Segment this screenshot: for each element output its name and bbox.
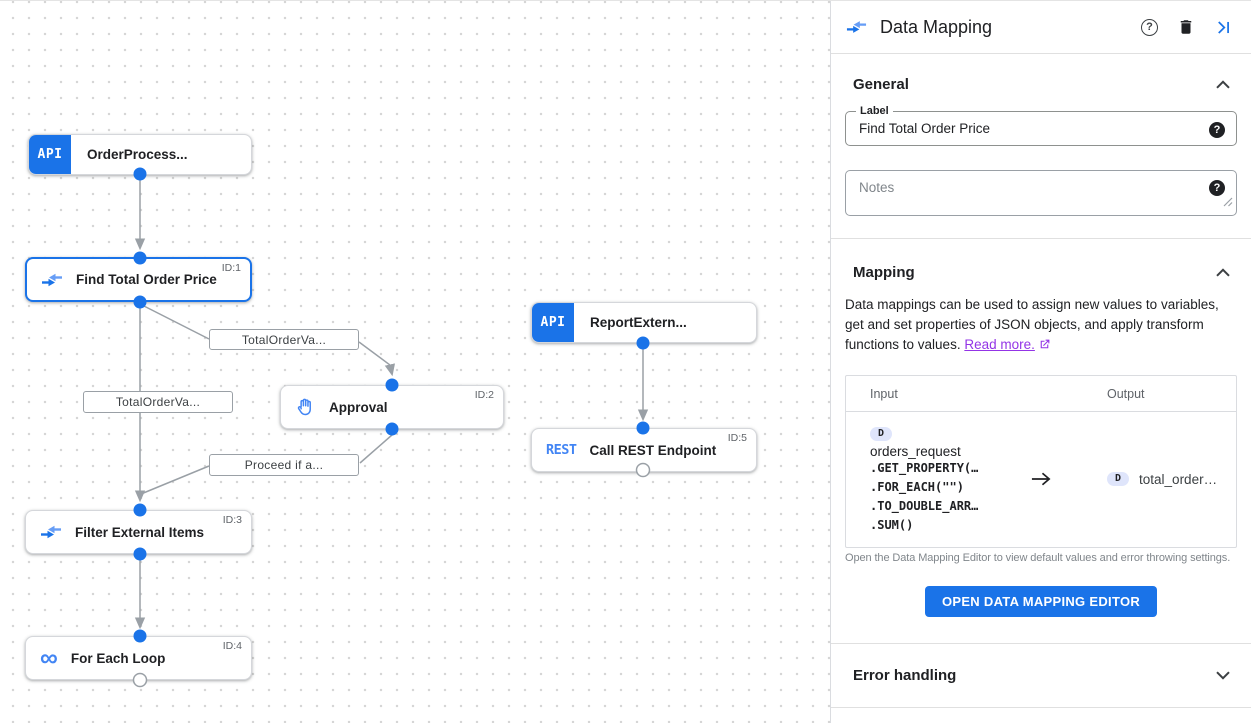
label-help-icon[interactable]: ? bbox=[1209, 122, 1225, 138]
node-find-total-order-price[interactable]: Find Total Order Price ID:1 bbox=[25, 257, 252, 302]
chevron-up-icon[interactable] bbox=[1215, 267, 1231, 278]
label-field: Label ? bbox=[845, 105, 1237, 146]
node-label: OrderProcess... bbox=[87, 147, 188, 162]
input-variable-name: orders_request bbox=[870, 444, 961, 459]
resize-handle-icon[interactable] bbox=[1223, 194, 1233, 212]
edge-label-proceed-if[interactable]: Proceed if a... bbox=[209, 454, 359, 476]
error-handling-section-title: Error handling bbox=[853, 667, 957, 684]
general-section-header[interactable]: General bbox=[831, 76, 1251, 93]
node-label: ReportExtern... bbox=[590, 315, 687, 330]
output-variable-name: total_order… bbox=[1139, 471, 1218, 487]
mapping-section-header[interactable]: Mapping bbox=[831, 264, 1251, 281]
read-more-link[interactable]: Read more. bbox=[964, 337, 1035, 352]
edge-approval-proceed[interactable] bbox=[359, 429, 393, 464]
divider bbox=[831, 238, 1251, 239]
node-task-id: ID:4 bbox=[222, 640, 242, 652]
mapping-input-cell: D orders_request .GET_PROPERTY(… .FOR_EA… bbox=[846, 423, 1011, 535]
transform-function: .FOR_EACH("") bbox=[870, 480, 964, 494]
node-for-each-loop[interactable]: ∞ For Each Loop ID:4 bbox=[25, 636, 252, 680]
node-reportextern-trigger[interactable]: API ReportExtern... bbox=[531, 302, 757, 343]
transform-function: .SUM() bbox=[870, 518, 914, 532]
rest-icon: REST bbox=[546, 442, 577, 458]
mapping-helper-text: Open the Data Mapping Editor to view def… bbox=[845, 552, 1231, 564]
api-trigger-icon: API bbox=[532, 303, 574, 342]
data-mapping-icon bbox=[846, 19, 867, 35]
api-trigger-icon: API bbox=[29, 135, 71, 174]
edge-findtotal-approval-right[interactable] bbox=[358, 341, 396, 377]
raised-hand-icon bbox=[295, 397, 316, 418]
divider bbox=[831, 643, 1251, 644]
label-field-label: Label bbox=[856, 105, 893, 117]
error-handling-section-header[interactable]: Error handling bbox=[831, 667, 1251, 684]
workflow-canvas[interactable]: TotalOrderVa... TotalOrderVa... Proceed … bbox=[0, 1, 830, 723]
notes-help-icon[interactable]: ? bbox=[1209, 180, 1225, 196]
node-label: Call REST Endpoint bbox=[589, 442, 717, 458]
edge-label-totalorderva-2[interactable]: TotalOrderVa... bbox=[83, 391, 233, 413]
open-data-mapping-editor-button[interactable]: OPEN DATA MAPPING EDITOR bbox=[924, 586, 1158, 617]
divider bbox=[831, 53, 1251, 54]
transform-function: .TO_DOUBLE_ARR… bbox=[870, 499, 979, 513]
node-label: Find Total Order Price bbox=[76, 272, 217, 287]
notes-textarea[interactable] bbox=[846, 171, 1236, 215]
variable-type-badge: D bbox=[1107, 472, 1130, 486]
loop-icon: ∞ bbox=[40, 644, 58, 672]
mapping-output-cell: D total_order… bbox=[1071, 472, 1236, 487]
mapping-description: Data mappings can be used to assign new … bbox=[845, 295, 1237, 357]
maps-to-arrow-icon bbox=[1011, 470, 1071, 488]
collapse-panel-icon[interactable] bbox=[1214, 18, 1233, 37]
general-section-title: General bbox=[853, 76, 909, 93]
node-filter-external-items[interactable]: Filter External Items ID:3 bbox=[25, 510, 252, 554]
help-icon[interactable]: ? bbox=[1141, 18, 1158, 36]
config-panel: Data Mapping ? General Label ? bbox=[830, 1, 1251, 723]
node-task-id: ID:5 bbox=[727, 432, 747, 444]
transform-function: .GET_PROPERTY(… bbox=[870, 461, 979, 475]
delete-icon[interactable] bbox=[1177, 18, 1195, 36]
external-link-icon bbox=[1038, 337, 1051, 357]
output-column-header: Output bbox=[1107, 386, 1145, 401]
node-task-id: ID:1 bbox=[221, 262, 241, 274]
data-mapping-icon bbox=[41, 272, 63, 288]
divider bbox=[831, 707, 1251, 708]
mapping-section-title: Mapping bbox=[853, 264, 915, 281]
node-label: Filter External Items bbox=[75, 524, 205, 540]
node-label: Approval bbox=[329, 399, 388, 415]
node-task-id: ID:3 bbox=[222, 514, 242, 526]
chevron-down-icon[interactable] bbox=[1215, 670, 1231, 681]
edge-findtotal-approval-left[interactable] bbox=[139, 303, 210, 340]
variable-type-badge: D bbox=[870, 427, 893, 441]
input-column-header: Input bbox=[870, 386, 898, 401]
data-mapping-icon bbox=[40, 524, 62, 540]
mapping-table: Input Output D orders_request .GET_PROPE… bbox=[845, 375, 1237, 548]
node-approval[interactable]: Approval ID:2 bbox=[280, 385, 504, 429]
node-call-rest-endpoint[interactable]: REST Call REST Endpoint ID:5 bbox=[531, 428, 757, 472]
node-label: For Each Loop bbox=[70, 650, 166, 666]
mapping-table-header: Input Output bbox=[846, 376, 1236, 412]
node-orderprocess-trigger[interactable]: API OrderProcess... bbox=[28, 134, 252, 175]
notes-field: ? bbox=[845, 170, 1237, 216]
connection-dot-layer bbox=[132, 167, 651, 688]
node-task-id: ID:2 bbox=[474, 389, 494, 401]
label-input[interactable] bbox=[846, 112, 1236, 145]
chevron-up-icon[interactable] bbox=[1215, 79, 1231, 90]
edge-layer bbox=[134, 174, 649, 630]
edge-label-totalorderva-1[interactable]: TotalOrderVa... bbox=[209, 329, 359, 350]
panel-title: Data Mapping bbox=[880, 16, 993, 37]
panel-header: Data Mapping ? bbox=[831, 1, 1251, 53]
edge-proceed-filter[interactable] bbox=[140, 465, 210, 495]
mapping-row[interactable]: D orders_request .GET_PROPERTY(… .FOR_EA… bbox=[846, 412, 1236, 547]
